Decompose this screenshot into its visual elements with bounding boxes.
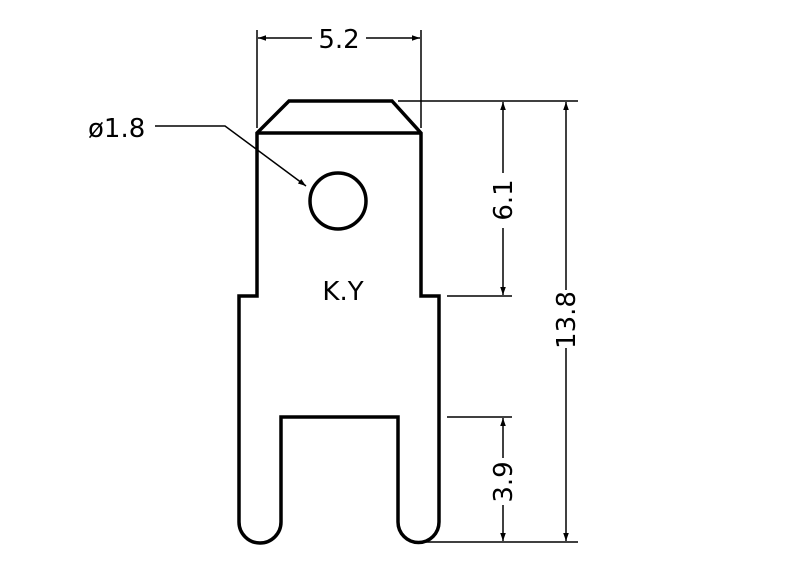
- svg-text:13.8: 13.8: [552, 291, 582, 349]
- mounting-hole: [308, 171, 368, 231]
- hole-diameter-leader: ø1.8: [88, 114, 307, 187]
- svg-text:6.1: 6.1: [489, 179, 519, 220]
- total-height-dimension: 13.8: [552, 102, 582, 541]
- width-dimension: 5.2: [256, 25, 422, 128]
- slot-depth-dimension: 3.9: [489, 418, 519, 541]
- svg-text:5.2: 5.2: [318, 25, 359, 55]
- upper-height-dimension: 6.1: [489, 102, 519, 295]
- svg-text:3.9: 3.9: [489, 461, 519, 502]
- terminal-outline: [237, 99, 441, 545]
- part-marking: K.Y: [322, 277, 363, 307]
- svg-text:ø1.8: ø1.8: [88, 114, 145, 144]
